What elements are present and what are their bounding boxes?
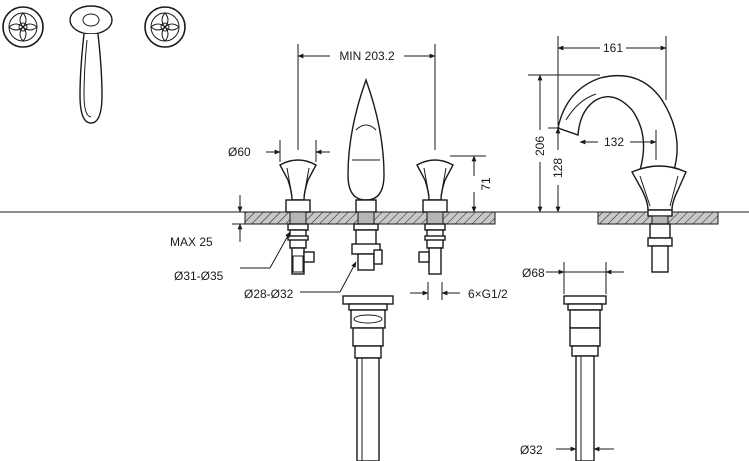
right-handle-valve xyxy=(416,159,454,275)
dim-drain-bottom: Ø32 xyxy=(520,436,614,461)
spout-reach-label: 161 xyxy=(603,41,623,55)
dim-spout-projection: 132 xyxy=(579,130,657,160)
spout-assembly xyxy=(557,74,687,273)
dim-handle-diameter: Ø60 xyxy=(228,140,330,162)
dim-hole-range-2: Ø28-Ø32 xyxy=(244,261,357,301)
hole-range-1-label: Ø31-Ø35 xyxy=(174,269,224,283)
dim-hole-range-1: Ø31-Ø35 xyxy=(174,231,291,283)
cross-handle-top-view-right xyxy=(144,6,186,48)
dim-handle-height: 71 xyxy=(450,155,493,213)
spout-outlet-height-label: 128 xyxy=(551,158,565,178)
handle-height-label: 71 xyxy=(479,177,493,191)
min-spacing-label: MIN 203.2 xyxy=(339,49,395,63)
center-lever-valve xyxy=(347,77,385,271)
spout-height-label: 206 xyxy=(533,136,547,156)
inlet-thread-label: 6×G1/2 xyxy=(468,287,508,301)
dim-drain-top: Ø68 xyxy=(522,262,624,294)
drain-assembly-center xyxy=(342,295,394,461)
dim-max-deck: MAX 25 xyxy=(170,195,245,249)
spout-lever-side-view xyxy=(69,5,113,124)
cross-handle-top-view-left xyxy=(2,6,44,48)
hole-range-2-label: Ø28-Ø32 xyxy=(244,287,294,301)
dim-spout-height: 206 xyxy=(528,74,600,213)
dim-spout-outlet-height: 128 xyxy=(548,127,565,213)
dim-min-spacing: MIN 203.2 xyxy=(297,44,436,150)
drain-assembly-right xyxy=(563,295,607,461)
dim-inlet-thread: 6×G1/2 xyxy=(410,282,508,301)
left-handle-valve xyxy=(279,159,317,275)
handle-diameter-label: Ø60 xyxy=(228,145,251,159)
drain-top-label: Ø68 xyxy=(522,266,545,280)
max-deck-label: MAX 25 xyxy=(170,235,213,249)
dim-spout-reach: 161 xyxy=(557,36,667,125)
drain-bottom-label: Ø32 xyxy=(520,443,543,457)
spout-projection-label: 132 xyxy=(604,135,624,149)
